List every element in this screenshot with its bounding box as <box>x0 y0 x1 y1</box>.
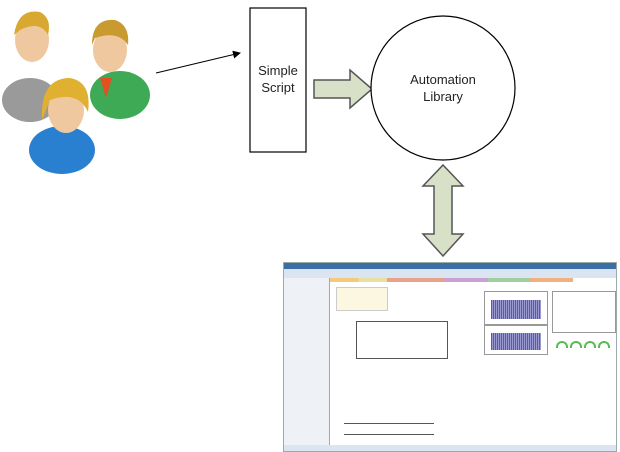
app-gauge <box>556 341 568 348</box>
app-gauge <box>598 341 610 348</box>
app-status-bar <box>284 445 616 451</box>
library-app-double-arrow <box>421 163 465 258</box>
app-plot-1 <box>484 291 548 325</box>
app-side-panel <box>284 278 330 445</box>
app-circuit <box>356 321 448 359</box>
script-label: Simple Script <box>250 62 306 96</box>
script-label-line2: Script <box>261 80 295 95</box>
app-menu-bar <box>284 269 616 278</box>
app-title-bar <box>284 263 616 269</box>
app-tabs <box>330 278 616 282</box>
users-group-icon <box>2 11 150 174</box>
script-box <box>249 7 307 153</box>
application-screenshot <box>283 262 617 452</box>
app-gauge <box>584 341 596 348</box>
app-gauge <box>570 341 582 348</box>
library-circle <box>370 15 516 161</box>
library-label-line1: Automation <box>410 72 476 87</box>
app-circuit-2 <box>344 423 434 435</box>
app-plot-3 <box>552 291 616 333</box>
library-label: Automation Library <box>383 71 503 105</box>
app-note <box>336 287 388 311</box>
library-label-line2: Library <box>423 89 463 104</box>
script-to-library-arrow <box>313 68 374 110</box>
app-plot-2 <box>484 325 548 355</box>
script-label-line1: Simple <box>258 63 298 78</box>
users-to-script-arrow <box>155 50 241 74</box>
